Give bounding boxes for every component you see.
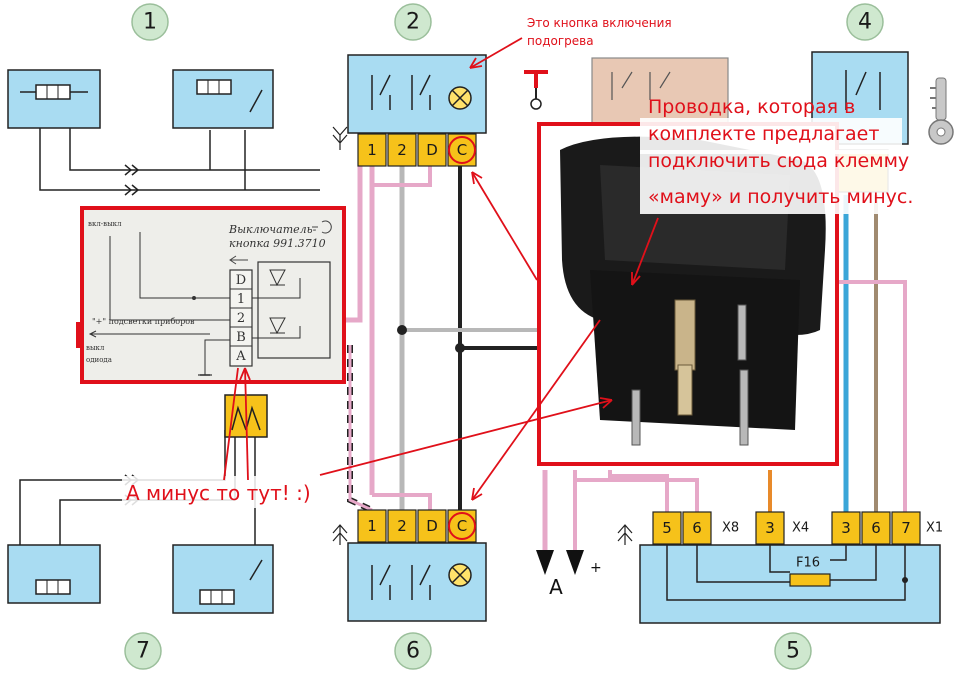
callout-minus-note: А минус то тут! :): [122, 476, 318, 508]
svg-text:X8: X8: [722, 521, 739, 536]
connector-pins-bottom: 1 2 D C: [357, 509, 477, 543]
svg-text:A: A: [549, 575, 563, 599]
lamp-icon: [448, 86, 472, 110]
block-5: F16 5 6 X8 3 X4 3 6 7 X1: [617, 511, 943, 624]
svg-text:D: D: [426, 141, 438, 159]
callout-wiring-note: Проводка, которая в комплекте предлагает…: [648, 96, 913, 208]
svg-text:2: 2: [397, 141, 407, 159]
heater-block-1-left: [7, 69, 101, 129]
terminal-marker-icon: [524, 70, 548, 110]
svg-text:3: 3: [765, 519, 775, 537]
circle-label-2: 2: [394, 3, 432, 41]
svg-text:C: C: [457, 517, 467, 535]
connector-x4: 3 X4: [755, 511, 809, 545]
svg-text:Это кнопка включения: Это кнопка включения: [527, 16, 672, 30]
annotation-arrows: [223, 37, 659, 501]
svg-text:F16: F16: [796, 556, 820, 571]
switch-block-bottom: 1 2 D C: [332, 509, 487, 622]
circle-label-7: 7: [124, 632, 162, 670]
svg-text:D: D: [426, 517, 438, 535]
svg-text:6: 6: [871, 519, 881, 537]
svg-text:выкл: выкл: [86, 344, 105, 352]
scan-inset: вкл-выкл Выключатель- кнопка 991.3710 D …: [76, 206, 346, 384]
svg-text:D: D: [236, 273, 246, 288]
circle-label-1: 1: [131, 3, 169, 41]
heater-block-7-left: [7, 544, 101, 604]
circle-label-4: 4: [846, 3, 884, 41]
svg-text:1: 1: [367, 141, 377, 159]
svg-text:«маму» и получить минус.: «маму» и получить минус.: [648, 186, 913, 208]
heater-block-1-right: [172, 69, 274, 129]
svg-text:"+" подсветки приборов: "+" подсветки приборов: [92, 317, 195, 326]
svg-text:6: 6: [406, 639, 420, 664]
svg-text:подогрева: подогрева: [527, 34, 594, 48]
svg-text:5: 5: [786, 639, 800, 664]
circle-label-6: 6: [394, 632, 432, 670]
svg-text:одиода: одиода: [86, 356, 112, 364]
svg-text:Выключатель-: Выключатель-: [228, 223, 317, 236]
svg-text:7: 7: [136, 639, 150, 664]
connector-x8: 5 6 X8: [652, 511, 739, 545]
fuse-f16: F16: [789, 556, 831, 587]
svg-text:2: 2: [237, 311, 245, 326]
svg-text:подключить сюда клемму: подключить сюда клемму: [648, 150, 909, 172]
svg-text:комплекте предлагает: комплекте предлагает: [648, 123, 879, 145]
svg-text:C: C: [457, 141, 467, 159]
svg-text:5: 5: [662, 519, 672, 537]
svg-text:3: 3: [841, 519, 851, 537]
svg-text:1: 1: [237, 292, 245, 307]
connector-chevrons-top: [124, 164, 140, 196]
svg-text:X1: X1: [926, 521, 943, 536]
key-icon: [928, 77, 954, 145]
svg-text:4: 4: [858, 10, 872, 35]
heater-block-7-right: [172, 544, 274, 614]
svg-text:A: A: [235, 349, 246, 364]
svg-text:1: 1: [143, 10, 157, 35]
terminal-plus-arrow: +: [566, 550, 602, 576]
svg-text:Проводка, которая в: Проводка, которая в: [648, 96, 855, 118]
svg-text:вкл-выкл: вкл-выкл: [88, 220, 122, 228]
circle-label-5: 5: [774, 632, 812, 670]
svg-text:2: 2: [397, 517, 407, 535]
svg-text:1: 1: [367, 517, 377, 535]
connector-photo-inset: [537, 118, 938, 466]
svg-text:X4: X4: [792, 521, 809, 536]
callout-switch-note: Это кнопка включения подогрева: [527, 16, 672, 48]
connector-pins-top: 1 2 D C: [357, 133, 477, 167]
wires: [19, 78, 907, 550]
svg-text:B: B: [236, 330, 246, 345]
terminal-a-arrow: A: [536, 550, 563, 599]
svg-text:А минус то тут! :): А минус то тут! :): [126, 481, 311, 505]
switch-block-top: 1 2 D C: [332, 54, 487, 167]
lamp-icon: [448, 563, 472, 587]
connector-x1: 3 6 7 X1: [831, 511, 943, 545]
svg-text:6: 6: [692, 519, 702, 537]
svg-text:кнопка 991.3710: кнопка 991.3710: [229, 237, 326, 250]
svg-text:2: 2: [406, 10, 420, 35]
svg-text:7: 7: [901, 519, 911, 537]
svg-text:+: +: [590, 560, 602, 576]
